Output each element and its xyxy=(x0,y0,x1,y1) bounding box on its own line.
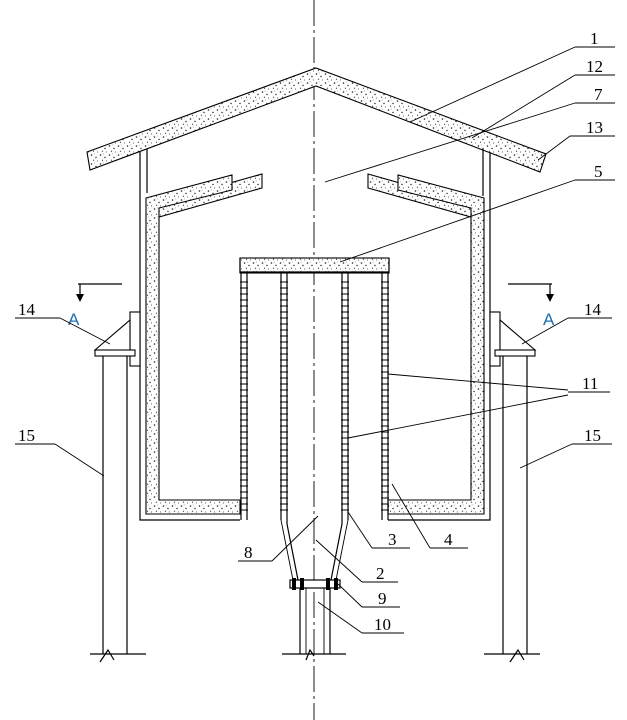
label-3: 3 xyxy=(388,530,397,549)
insulated-wall-left xyxy=(145,174,241,515)
label-4: 4 xyxy=(444,530,453,549)
bracket-left xyxy=(93,311,141,367)
top-plate xyxy=(239,257,390,274)
label-5: 5 xyxy=(594,162,603,181)
funnel-right xyxy=(330,520,343,581)
insulated-wall-right xyxy=(387,174,485,515)
label-9: 9 xyxy=(378,589,387,608)
label-14-left: 14 xyxy=(18,300,36,319)
section-label-right: A xyxy=(543,310,555,329)
section-marker-right xyxy=(508,283,554,302)
outer-wall-left xyxy=(139,196,240,521)
section-marker-left xyxy=(76,283,122,302)
section-label-left: A xyxy=(68,310,80,329)
heating-wires xyxy=(240,281,389,511)
label-13: 13 xyxy=(586,118,603,137)
funnel-left xyxy=(286,520,299,581)
column-left xyxy=(90,356,146,663)
funnel-right-inner xyxy=(335,519,349,581)
label-1: 1 xyxy=(590,29,599,48)
leader-lines xyxy=(15,46,615,634)
flange-bolts xyxy=(292,578,338,590)
bracket-right xyxy=(489,311,537,367)
roof-slab xyxy=(86,67,547,173)
label-10: 10 xyxy=(374,615,391,634)
tube-assembly xyxy=(240,273,389,520)
label-14-right: 14 xyxy=(584,300,602,319)
label-8: 8 xyxy=(244,543,253,562)
outlet-break xyxy=(305,648,315,661)
label-11: 11 xyxy=(582,374,598,393)
funnel-left-inner xyxy=(280,519,294,581)
column-right xyxy=(484,356,540,663)
label-12: 12 xyxy=(586,57,603,76)
outer-wall-right xyxy=(388,198,491,521)
label-15-right: 15 xyxy=(584,426,601,445)
label-2: 2 xyxy=(376,564,385,583)
flange xyxy=(289,579,341,589)
label-7: 7 xyxy=(594,85,603,104)
label-15-left: 15 xyxy=(18,426,35,445)
top-plate-frame xyxy=(239,258,390,273)
